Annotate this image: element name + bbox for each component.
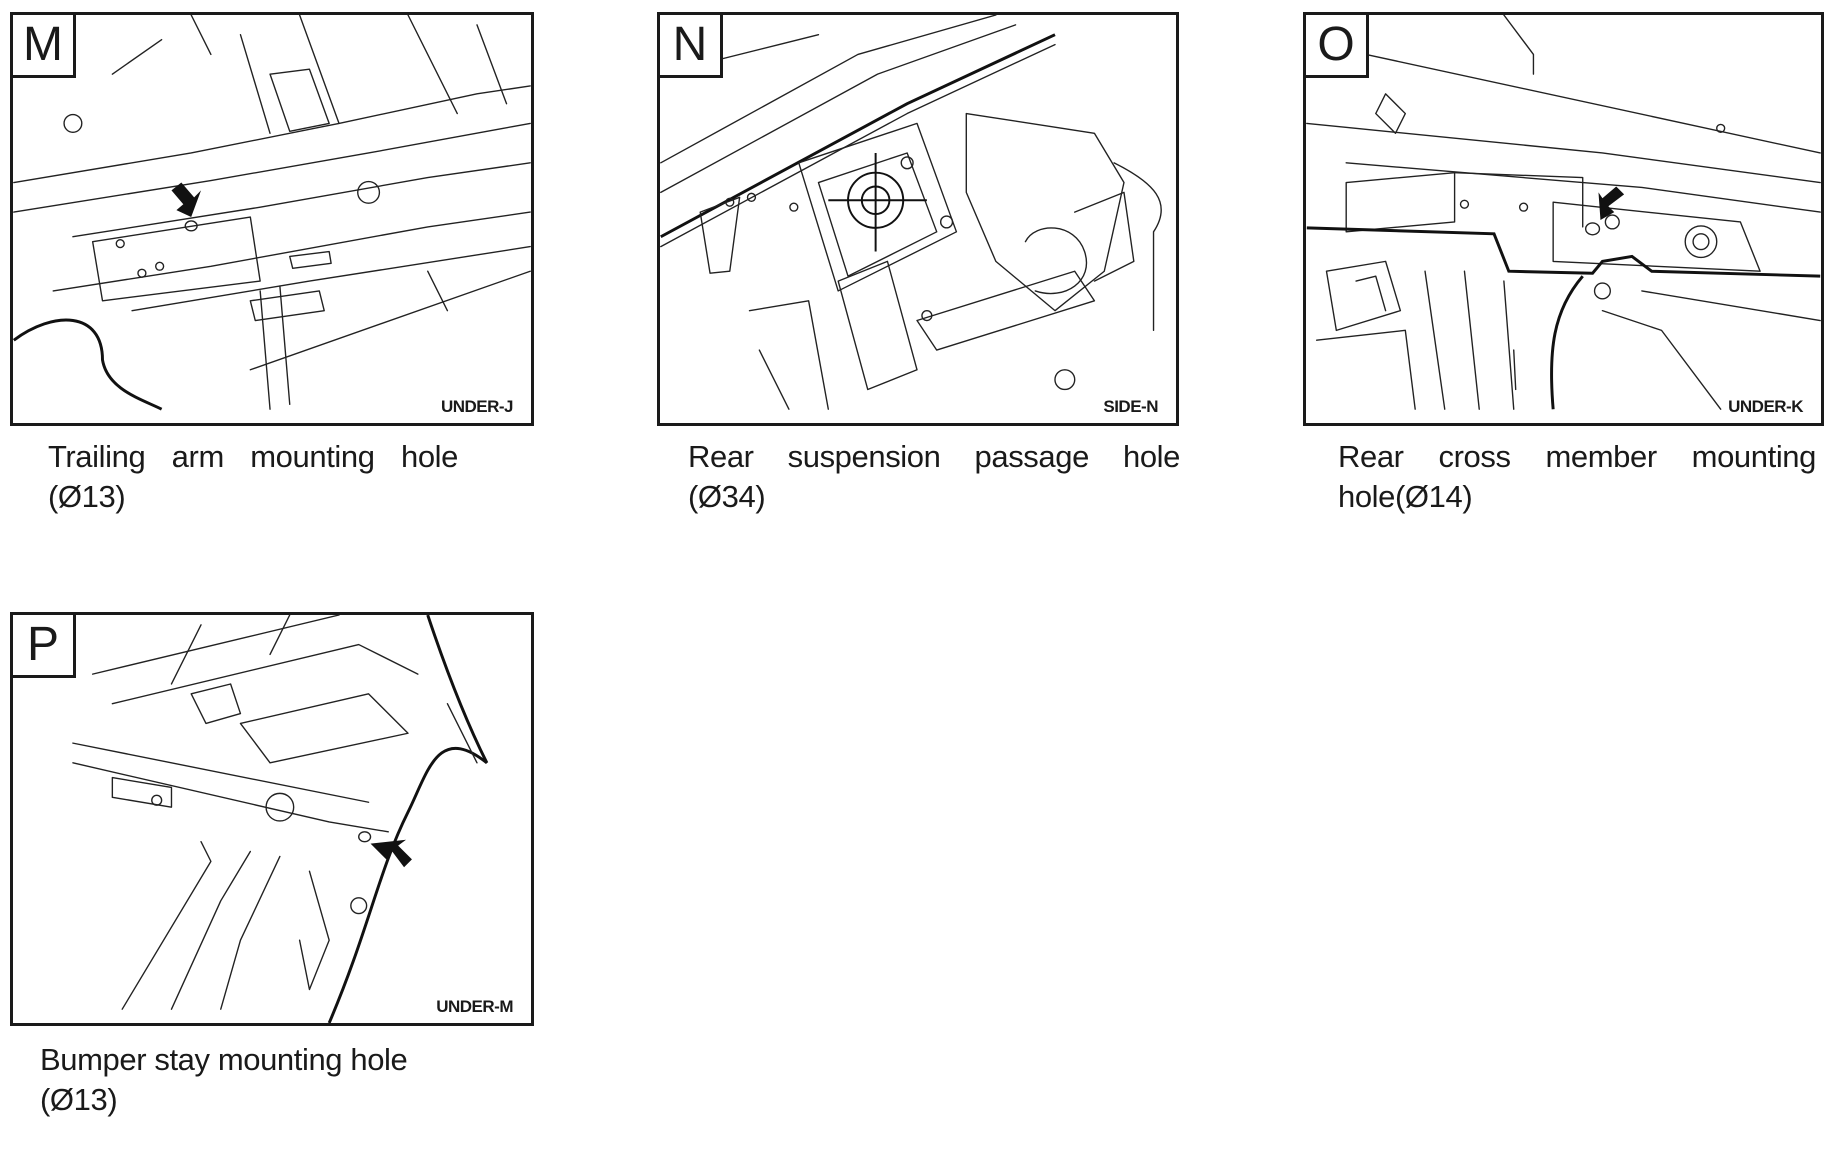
panel-o-drawing: [1306, 15, 1821, 410]
panel-o-figure: O UNDER-K: [1303, 12, 1824, 426]
caption-line-2: hole(Ø14): [1338, 479, 1473, 514]
panel-n-figure: N SIDE-N: [657, 12, 1179, 426]
view-code: UNDER-K: [1726, 397, 1805, 417]
panel-caption: Trailing arm mounting hole (Ø13): [48, 437, 458, 517]
panel-letter: N: [660, 15, 723, 78]
view-code: SIDE-N: [1101, 397, 1160, 417]
caption-line-1: Trailing arm mounting hole: [48, 439, 458, 474]
caption-line-1: Bumper stay mounting hole: [40, 1042, 408, 1077]
caption-line-1: Rear suspension passage hole: [688, 439, 1180, 474]
pointer-arrow-icon: [171, 182, 202, 218]
panel-letter: P: [13, 615, 76, 678]
panel-caption: Rear suspension passage hole (Ø34): [688, 437, 1180, 517]
panel-p-figure: P UNDER-M: [10, 612, 534, 1026]
panel-caption: Bumper stay mounting hole (Ø13): [40, 1040, 470, 1120]
panel-m-drawing: [13, 15, 531, 411]
view-code: UNDER-M: [434, 997, 515, 1017]
panel-n-drawing: [660, 15, 1162, 410]
caption-line-2: (Ø13): [48, 479, 126, 514]
pointer-arrow-icon: [1598, 186, 1625, 220]
panel-letter: O: [1306, 15, 1369, 78]
panel-letter: M: [13, 15, 76, 78]
caption-line-2: (Ø13): [40, 1082, 118, 1117]
view-code: UNDER-J: [438, 397, 515, 417]
pointer-arrow-icon: [370, 839, 412, 868]
crosshair-icon: [828, 152, 927, 252]
panel-m-figure: M UNDER-J: [10, 12, 534, 426]
panel-caption: Rear cross member mounting hole(Ø14): [1338, 437, 1816, 517]
caption-line-1: Rear cross member mounting: [1338, 439, 1816, 474]
panel-p-drawing: [72, 615, 489, 1023]
caption-line-2: (Ø34): [688, 479, 766, 514]
